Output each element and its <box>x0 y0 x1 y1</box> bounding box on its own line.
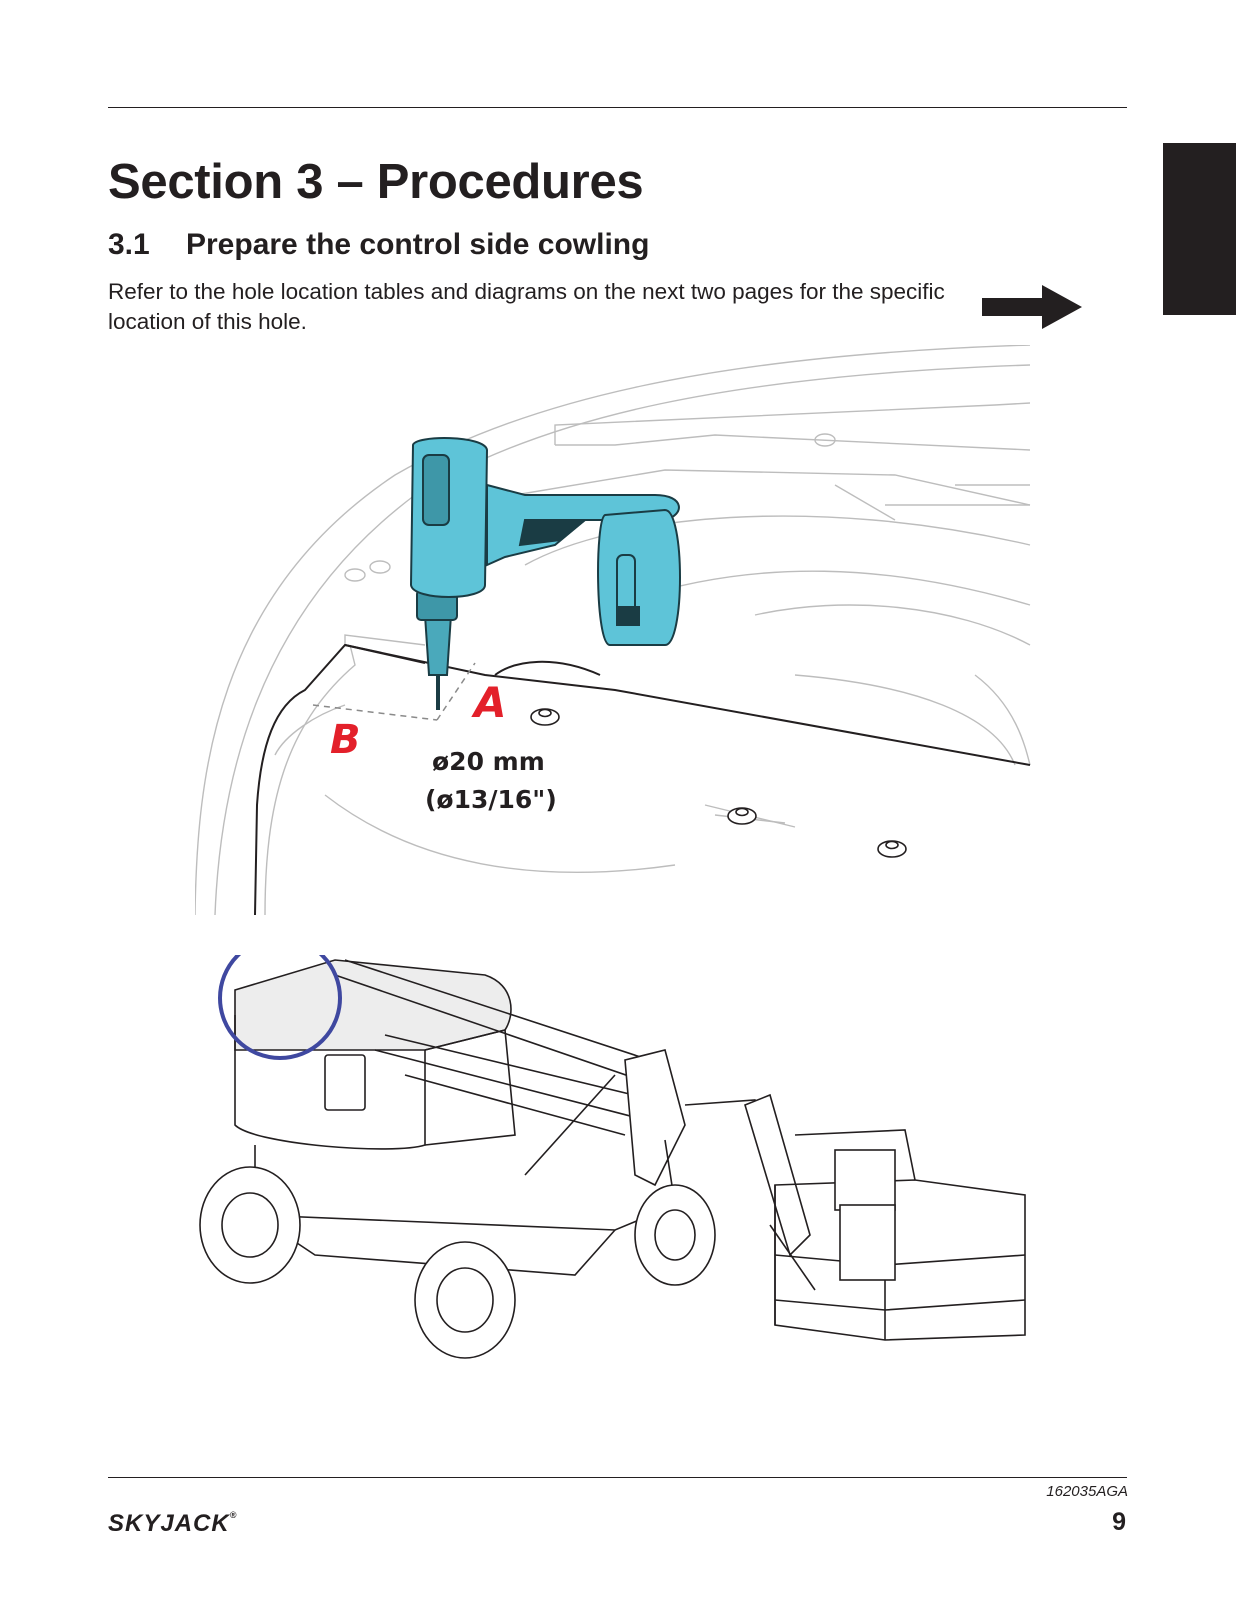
subsection-heading: 3.1 Prepare the control side cowling <box>108 227 649 263</box>
next-page-arrow-icon <box>982 285 1082 329</box>
page-title: Section 3 – Procedures <box>108 155 644 209</box>
hole-diameter-imperial: (ø13/16") <box>425 785 557 814</box>
top-rule <box>108 107 1127 108</box>
hole-location-highlight <box>218 955 342 1060</box>
intro-paragraph: Refer to the hole location tables and di… <box>108 279 945 334</box>
drill-detail-illustration: A B ø20 mm (ø13/16") <box>195 345 1031 916</box>
brand-name: SKYJACK <box>108 1510 230 1537</box>
brand-logo: SKYJACK® <box>108 1510 238 1537</box>
page-number: 9 <box>1112 1508 1126 1536</box>
section-tab-marker <box>1163 143 1236 315</box>
hole-diameter-metric: ø20 mm <box>432 747 545 776</box>
drill-icon <box>409 437 681 710</box>
callout-label-b: B <box>330 717 361 763</box>
bottom-rule <box>108 1477 1127 1478</box>
document-code: 162035AGA <box>1046 1483 1128 1500</box>
boom-lift-illustration <box>199 955 1026 1359</box>
subsection-title: Prepare the control side cowling <box>186 228 650 261</box>
subsection-number: 3.1 <box>108 228 150 261</box>
callout-label-a: A <box>471 678 507 727</box>
